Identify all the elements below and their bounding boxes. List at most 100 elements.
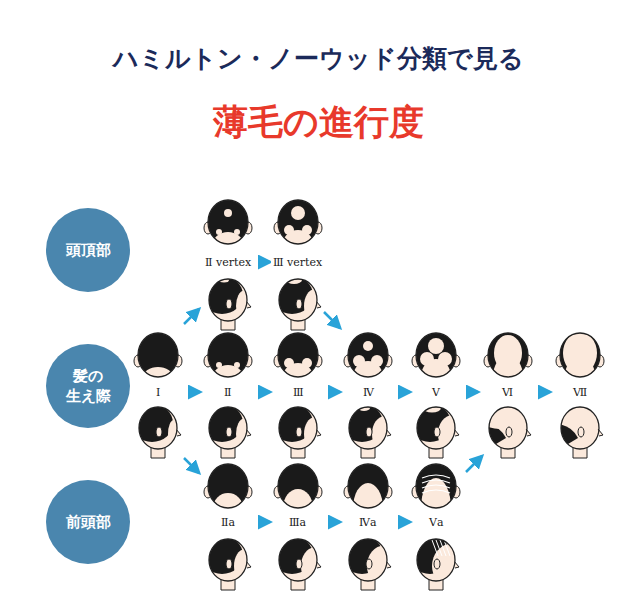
category-circle: 前頭部 [46,480,130,564]
ear [366,427,372,437]
ear [296,559,302,569]
forehead [304,290,324,323]
thin-hair-line [422,485,450,488]
temple [216,362,222,368]
progress-arrow [328,521,340,524]
stage-label: Ⅲ [291,386,306,399]
temple [284,358,294,368]
ear [296,427,302,437]
head-outline [138,333,178,377]
head-top-view [208,200,248,256]
progress-arrow [466,456,482,472]
head-top-view [208,333,248,389]
head-top-view [278,200,318,258]
stage-label: Ⅳa [357,516,379,529]
head-top-view [278,333,318,391]
head-top-view [416,464,456,538]
stage-label: Ⅱ vertex [203,256,253,269]
forehead [301,548,327,584]
progress-arrow [184,458,199,473]
progress-arrow [538,391,550,394]
head-outline [417,539,455,581]
temple [234,229,240,235]
hair-group [271,536,327,584]
stage-label: Ⅳ [361,386,376,399]
ear [578,427,584,437]
head-outline [139,407,177,449]
head-top-view [486,333,530,399]
head-outline [279,539,317,581]
head-top-view [558,332,602,399]
hair-group [201,276,252,321]
head-outline [348,333,388,377]
hair-group [271,276,324,322]
forehead [234,550,254,583]
crown-spot [224,209,232,217]
stage-label: Ⅰ [154,386,162,399]
category-circle: 髪の 生え際 [46,344,130,428]
ear [506,427,512,437]
crown-spot [428,338,444,354]
ear [434,427,440,437]
temple [234,362,240,368]
progress-arrow [258,261,270,264]
temple [284,225,294,235]
hair-group [409,536,472,588]
hair-group [201,404,252,449]
progress-arrow [466,391,478,394]
temple [438,352,452,366]
head-outline [209,539,247,581]
ear [366,559,372,569]
category-circle: 頭頂部 [46,208,130,292]
category-label: 髪の 生え際 [63,366,113,407]
head-outline [209,279,247,321]
head-outline [417,407,455,449]
head-outline [489,407,527,449]
head-outline [560,333,600,377]
hair-group [131,404,180,448]
hair-group [409,404,466,453]
crown-spot [291,206,305,220]
progress-arrow [324,312,340,328]
progress-arrow [328,391,340,394]
ear [296,299,302,309]
hair-group [201,536,254,582]
stage-label: Ⅱ [222,386,233,399]
stage-label: Ⅲa [287,516,308,529]
head-outline [416,464,456,508]
thin-hair-line [422,490,450,493]
progress-arrow [258,391,270,394]
progress-arrow [258,521,270,524]
head-top-view [348,464,388,533]
hair-group [271,404,324,450]
hair-group [341,404,396,452]
ear [226,427,232,437]
head-outline [278,464,318,508]
head-outline [208,464,248,508]
head-outline [208,333,248,377]
ear [156,427,162,437]
stage-label: Ⅲ vertex [271,256,324,269]
stage-label: Ⅴa [427,516,446,529]
progress-arrow [188,391,200,394]
forehead [432,544,472,589]
category-label: 頭頂部 [63,240,113,260]
thin-hair-line [422,475,450,478]
head-outline [349,539,387,581]
head-outline [416,333,456,377]
progress-arrow [398,521,410,524]
forehead [236,291,252,321]
head-top-view [208,464,248,523]
head-outline [279,279,317,321]
title: ハミルトン・ノーウッド分類で見る [113,42,524,75]
forehead [438,415,466,453]
temple [371,355,383,367]
temple [353,355,365,367]
hair-group [341,536,401,587]
head-outline [488,333,528,377]
thin-hair-line [422,480,450,483]
stage-label: Ⅱa [219,516,237,529]
category-label: 前頭部 [63,512,113,532]
temple [302,358,312,368]
forehead [372,416,396,451]
